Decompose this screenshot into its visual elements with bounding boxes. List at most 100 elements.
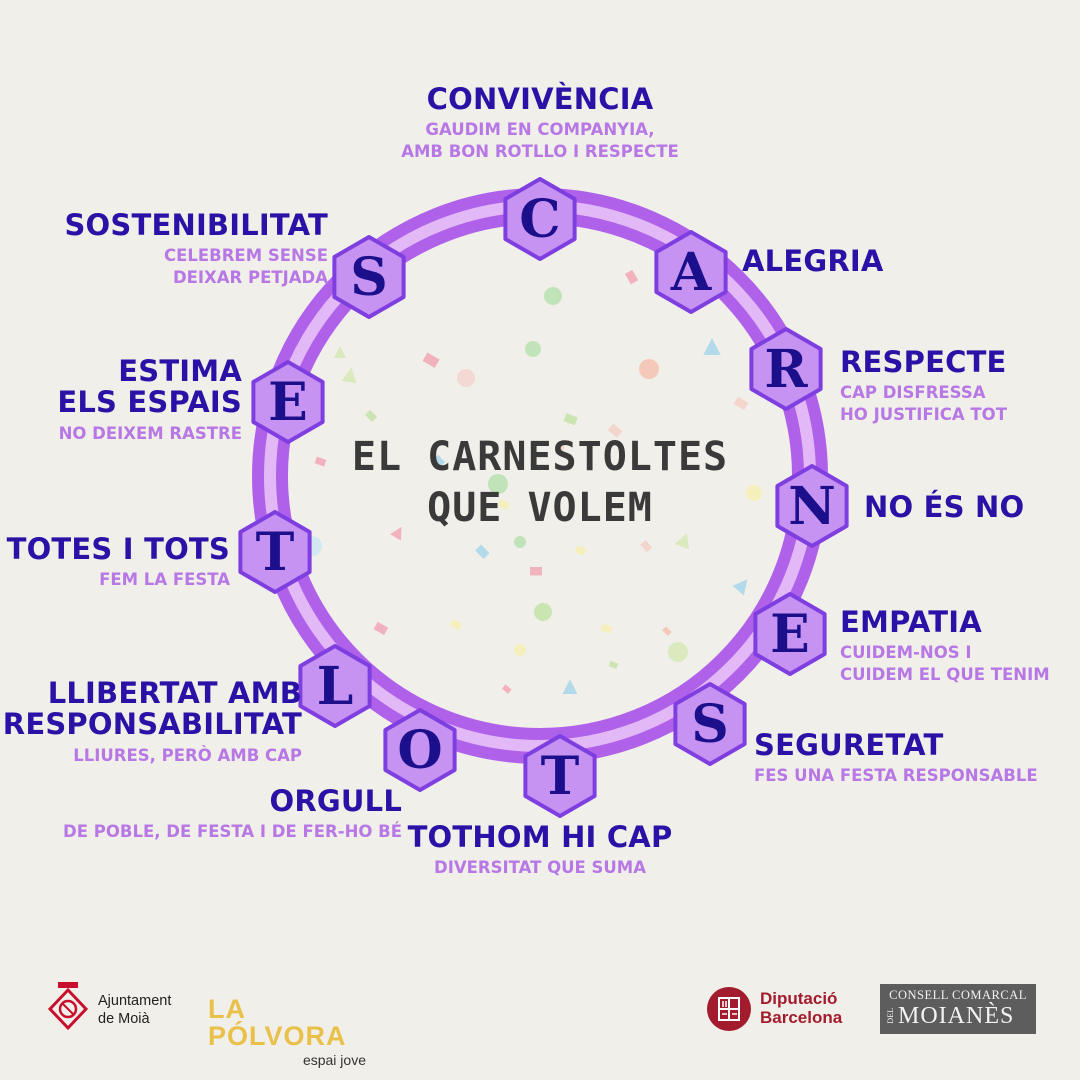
value-title-line1: LLIBERTAT AMB xyxy=(47,676,302,710)
value-subtitle: FES UNA FESTA RESPONSABLE xyxy=(754,766,1038,786)
value-alegria: ALEGRIA xyxy=(742,244,884,278)
value-subtitle: CUIDEM EL QUE TENIM xyxy=(840,664,1050,684)
confetti-piece xyxy=(733,396,749,411)
confetti-piece xyxy=(639,359,659,379)
confetti-piece xyxy=(501,684,512,694)
hexagon-badge xyxy=(753,592,827,676)
value-subtitle: NO DEIXEM RASTRE xyxy=(58,423,242,443)
hexagon-badge xyxy=(383,708,457,792)
hexagon-badge xyxy=(523,734,597,818)
hex-letter-o: O xyxy=(397,719,443,781)
value-convivencia: CONVIVÈNCIA GAUDIM EN COMPANYIA, AMB BON… xyxy=(340,82,740,162)
confetti-piece xyxy=(668,642,688,662)
confetti-piece xyxy=(488,474,508,494)
confetti-piece xyxy=(514,644,526,656)
confetti-piece xyxy=(600,623,613,634)
value-tothom-hi-cap: TOTHOM HI CAP DIVERSITAT QUE SUMA xyxy=(390,821,690,879)
confetti-piece xyxy=(746,485,762,501)
center-title-line1: EL CARNESTOLTES xyxy=(351,434,729,480)
confetti-piece xyxy=(341,367,357,384)
confetti-piece xyxy=(449,619,462,631)
value-title-line2: RESPONSABILITAT xyxy=(2,707,302,742)
ajuntament-line1: Ajuntament xyxy=(98,993,172,1009)
confetti-piece xyxy=(662,626,672,636)
value-orgull: ORGULL DE POBLE, DE FESTA I DE FER-HO BÉ xyxy=(63,784,402,843)
hexagon-badge xyxy=(503,177,577,261)
value-subtitle: AMB BON ROTLLO I RESPECTE xyxy=(401,141,679,161)
value-subtitle: HO JUSTIFICA TOT xyxy=(840,404,1007,424)
value-respecte: RESPECTE CAP DISFRESSA HO JUSTIFICA TOT xyxy=(840,345,1007,425)
confetti-piece xyxy=(530,567,542,576)
hex-letter-e: E xyxy=(770,603,810,665)
diputacio-shield-icon xyxy=(707,987,751,1031)
value-subtitle: CUIDEM-NOS I xyxy=(840,643,972,663)
value-seguretat: SEGURETAT FES UNA FESTA RESPONSABLE xyxy=(754,728,1038,787)
confetti-piece xyxy=(608,660,619,669)
hexagon-badge xyxy=(673,682,747,766)
value-totes-i-tots: TOTES I TOTS FEM LA FESTA xyxy=(6,532,230,591)
diputacio-barcelona-logo: Diputació Barcelona xyxy=(706,986,862,1032)
confetti-piece xyxy=(314,456,327,467)
value-subtitle: CAP DISFRESSA xyxy=(840,383,986,403)
center-title: EL CARNESTOLTES QUE VOLEM xyxy=(340,432,740,534)
confetti-piece xyxy=(640,539,653,553)
ajuntament-line2: de Moià xyxy=(98,1011,150,1028)
consell-line1: CONSELL COMARCAL xyxy=(889,988,1027,1002)
value-empatia: EMPATIA CUIDEM-NOS I CUIDEM EL QUE TENIM xyxy=(840,605,1050,685)
confetti-piece xyxy=(457,369,475,387)
value-title-line1: ESTIMA xyxy=(118,354,242,388)
ajuntament-moia-logo: Ajuntament de Moià xyxy=(46,982,186,1034)
confetti-piece xyxy=(497,499,510,511)
confetti-piece xyxy=(422,352,440,368)
value-title: ALEGRIA xyxy=(742,244,884,278)
confetti-piece xyxy=(333,345,347,358)
hexagon-badge xyxy=(251,360,325,444)
hexagon-badge xyxy=(654,230,728,314)
value-subtitle: CELEBREM SENSE xyxy=(163,246,328,266)
hex-letter-t2: T xyxy=(255,521,295,583)
confetti-piece xyxy=(534,603,552,621)
value-title: RESPECTE xyxy=(840,345,1007,379)
value-no-es-no: NO ÉS NO xyxy=(864,490,1025,524)
value-subtitle: DE POBLE, DE FESTA I DE FER-HO BÉ xyxy=(63,822,402,842)
hex-letter-c: C xyxy=(519,188,561,250)
value-title: SEGURETAT xyxy=(754,728,944,762)
value-title: EMPATIA xyxy=(840,605,982,639)
confetti-piece xyxy=(563,413,578,426)
hex-letter-s: S xyxy=(691,693,729,755)
value-llibertat: LLIBERTAT AMB RESPONSABILITAT LLIURES, P… xyxy=(2,676,302,766)
confetti-piece xyxy=(732,579,748,596)
hexagon-badge xyxy=(775,464,849,548)
confetti-piece xyxy=(525,341,541,357)
hex-letter-l: L xyxy=(316,655,354,717)
confetti-piece xyxy=(373,621,389,636)
diputacio-line2: Barcelona xyxy=(760,1007,843,1027)
confetti-piece xyxy=(703,338,721,355)
confetti-piece xyxy=(514,536,526,548)
value-title: ORGULL xyxy=(269,784,402,818)
hex-letter-t: T xyxy=(540,745,580,807)
value-sostenibilitat: SOSTENIBILITAT CELEBREM SENSE DEIXAR PET… xyxy=(64,209,328,288)
value-title-line2: ELS ESPAIS xyxy=(57,385,242,420)
confetti-piece xyxy=(390,526,402,541)
center-title-line2: QUE VOLEM xyxy=(427,485,653,532)
confetti-piece xyxy=(555,443,565,451)
la-polvora-logo: LA PÓLVORA espai jove xyxy=(208,996,370,1069)
polvora-line1: LA PÓLVORA xyxy=(208,994,347,1051)
value-title: TOTES I TOTS xyxy=(6,532,230,566)
confetti-piece xyxy=(624,269,639,285)
value-subtitle: DEIXAR PETJADA xyxy=(172,267,328,287)
value-estima-els-espais: ESTIMA ELS ESPAIS NO DEIXEM RASTRE xyxy=(57,354,242,444)
confetti-piece xyxy=(433,454,446,467)
hex-letter-a: A xyxy=(670,241,712,303)
hexagon-badge xyxy=(238,510,312,594)
confetti-piece xyxy=(544,287,562,305)
hex-letter-r: R xyxy=(764,338,808,400)
consell-line2: MOIANÈS xyxy=(898,1003,1015,1029)
value-title: NO ÉS NO xyxy=(864,490,1025,524)
consell-comarcal-moianes-logo: CONSELL COMARCAL DEL MOIANÈS xyxy=(880,984,1036,1034)
diputacio-line1: Diputació xyxy=(760,989,838,1008)
hex-letter-n: N xyxy=(788,475,836,537)
value-title: CONVIVÈNCIA xyxy=(426,82,654,116)
